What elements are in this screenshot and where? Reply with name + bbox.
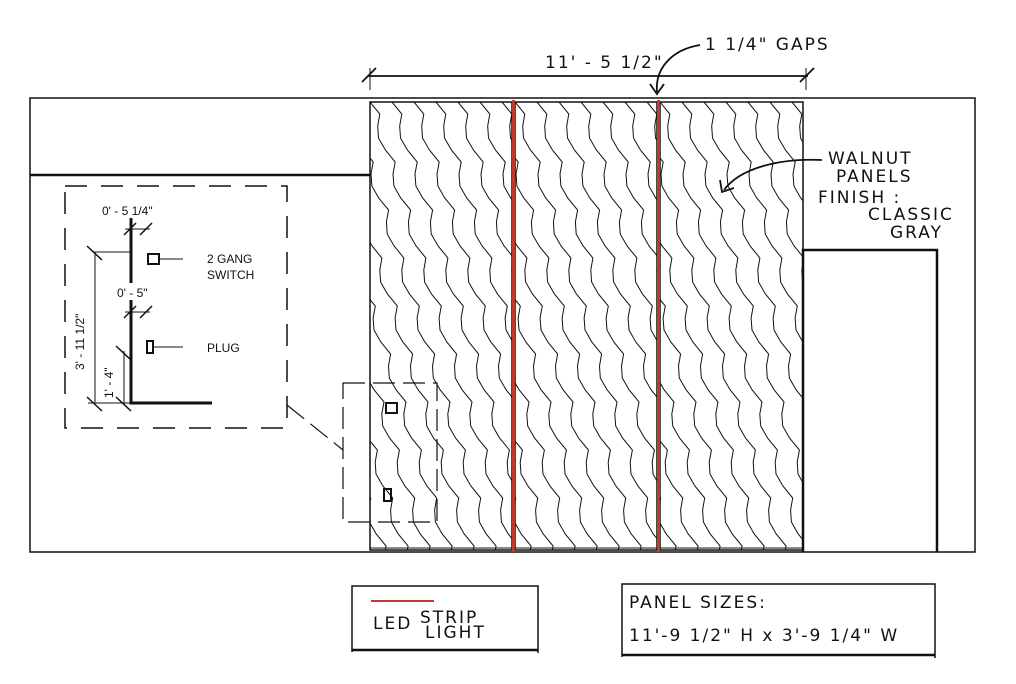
panel-note-line-4: CLASSIC [868,205,954,225]
legend-light-text: LIGHT [425,623,486,643]
wood-grain-line [391,102,512,482]
callout-leader [286,404,344,451]
wood-grain-line [660,241,765,550]
wood-grain-line [172,102,320,558]
panel-note-line-1: WALNUT [828,149,913,169]
plug-height-label: 1' - 4" [102,367,116,398]
wood-grain-line [669,102,817,558]
wood-grain-line [339,102,487,558]
wood-grain-line [536,102,657,482]
wood-grain-line [194,102,342,558]
wood-grain-line [747,102,803,284]
wood-grain-line [646,102,657,142]
outlet-detail: 0' - 5 1/4" 2 GANG SWITCH 0' - 5" PLUG 3… [64,185,288,429]
wood-grain-line [370,241,475,550]
wood-grain-line [660,102,803,541]
wood-grain-line [681,102,803,484]
overall-dimension-text: 11' - 5 1/2" [545,53,664,73]
gaps-note: 1 1/4" GAPS [705,35,830,55]
wood-grain-line [602,102,657,281]
wood-grain-line [515,102,657,540]
wall-outline [29,97,976,553]
wood-grain-line [370,157,497,550]
plug-box [383,488,392,502]
wood-grain-line [524,102,672,558]
wood-grain-panel-1 [172,102,672,558]
wood-grain-line [725,102,803,344]
wood-grain-line [370,440,409,550]
wood-grain-line [769,102,803,202]
plug-offset-label: 0' - 5" [117,286,148,300]
switch-height-label: 3' - 11 1/2" [73,314,87,370]
wood-grain-line [370,298,453,550]
wood-grain-line [515,157,642,550]
wood-grain-line [515,241,620,550]
wood-grain-line [216,102,364,558]
wood-grain-line [370,381,431,550]
panel-note-line-3: FINISH : [818,188,901,208]
wood-grain-line [580,102,657,342]
switch-offset-label: 0' - 5 1/4" [102,204,153,218]
door-opening [801,248,939,552]
panel-note-arrow [723,158,823,191]
wood-grain-line [413,102,512,398]
legend-strip-text: STRIP [420,608,478,628]
wood-grain-line [479,102,512,201]
panel-sizes-box: PANEL SIZES: 11'-9 1/2" H x 3'-9 1/4" W [621,583,936,658]
wood-grain-panel-3 [506,102,803,558]
led-legend: LED STRIP LIGHT [351,585,539,653]
overall-dimension-line [361,67,815,90]
gaps-arrow [656,44,701,93]
wood-grain-line [457,102,512,281]
wood-grain-line [506,102,654,558]
wood-grain-line [435,102,512,342]
panel-note-line-2: PANELS [836,167,913,187]
switch-label-1: 2 GANG [207,252,252,266]
wood-grain-line [558,102,657,398]
wood-grain-line [515,440,554,550]
panel-sizes-value: 11'-9 1/2" H x 3'-9 1/4" W [629,626,899,646]
panel-note-line-5: GRAY [890,223,943,243]
wood-grain-panel-2 [339,102,817,558]
wood-grain-line [660,496,677,550]
wood-grain-line [660,440,699,550]
switch-box [385,402,398,414]
legend-led-text: LED [373,614,412,634]
switch-label-2: SWITCH [207,268,254,282]
wood-grain-line [660,298,743,550]
wood-grain-line [370,102,512,540]
wood-grain-line [515,381,576,550]
wood-grain-line [501,102,512,142]
wood-grain-line [624,102,657,201]
detail-callout-box [342,382,438,523]
wood-grain-line [515,496,532,550]
wood-grain-line [515,298,598,550]
plug-label: PLUG [207,341,240,355]
wood-grain-line [703,102,803,400]
wood-grain-line [660,381,721,550]
wood-grain-line [660,157,787,550]
wood-grain-line [370,496,387,550]
panel-sizes-title: PANEL SIZES: [629,593,767,613]
